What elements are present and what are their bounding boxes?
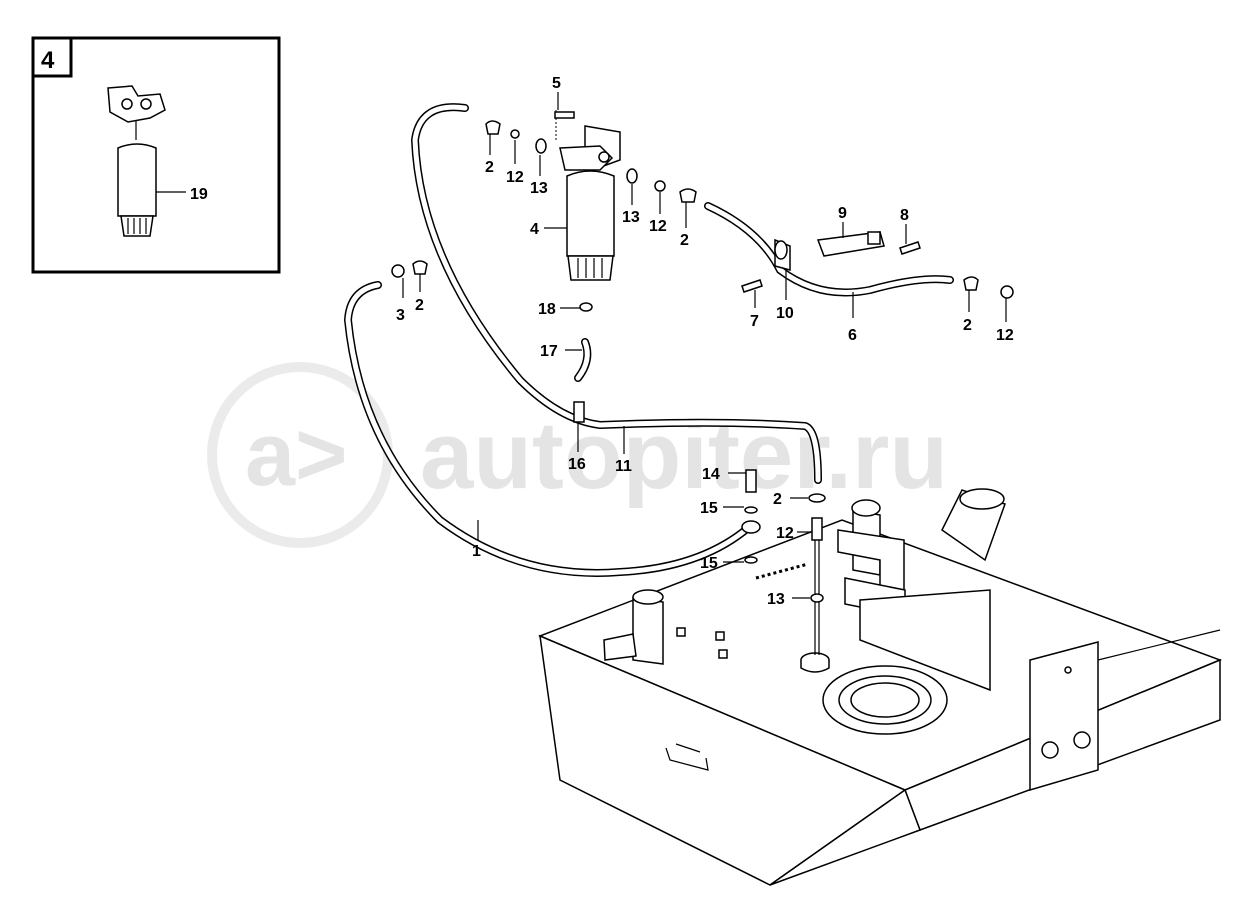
hardware: [391, 111, 1014, 603]
callouts: 5 2 12 13 13 12 2 4 18 17 3 2 9 8 7 10 6…: [396, 75, 1014, 608]
callout-12: 12: [996, 327, 1014, 344]
inset-number: 4: [41, 47, 55, 74]
callout-12: 12: [649, 218, 667, 235]
callout-10: 10: [776, 305, 794, 322]
callout-12: 12: [506, 169, 524, 186]
callout-13: 13: [767, 591, 785, 608]
fuel-tank: [537, 488, 1223, 886]
callout-14: 14: [702, 466, 720, 483]
callout-12: 12: [776, 525, 794, 542]
watermark: a> autopiter.ru: [207, 362, 948, 548]
callout-2: 2: [415, 297, 424, 314]
callout-4: 4: [530, 221, 539, 238]
callout-6: 6: [848, 327, 857, 344]
callout-2: 2: [485, 159, 494, 176]
callout-9: 9: [838, 205, 847, 222]
leader-lines: [402, 92, 1007, 599]
callout-19: 19: [190, 186, 208, 203]
inset-detail: 4 19: [31, 36, 281, 274]
callout-18: 18: [538, 301, 556, 318]
watermark-text: autopiter.ru: [420, 402, 948, 509]
callout-13: 13: [622, 209, 640, 226]
callout-16: 16: [568, 456, 586, 473]
callout-15: 15: [700, 555, 718, 572]
bracket-assembly: [774, 231, 885, 271]
callout-2: 2: [963, 317, 972, 334]
callout-2: 2: [773, 491, 782, 508]
callout-11: 11: [615, 458, 632, 475]
callout-7: 7: [750, 313, 759, 330]
callout-2: 2: [680, 232, 689, 249]
callout-15: 15: [700, 500, 718, 517]
callout-13: 13: [530, 180, 548, 197]
callout-5: 5: [552, 75, 561, 92]
callout-3: 3: [396, 307, 405, 324]
hoses: [343, 103, 954, 655]
callout-17: 17: [540, 343, 558, 360]
callout-1: 1: [472, 543, 481, 560]
svg-text:a>: a>: [245, 405, 348, 505]
fuel-filter-assembly: [559, 125, 621, 281]
callout-8: 8: [900, 207, 909, 224]
